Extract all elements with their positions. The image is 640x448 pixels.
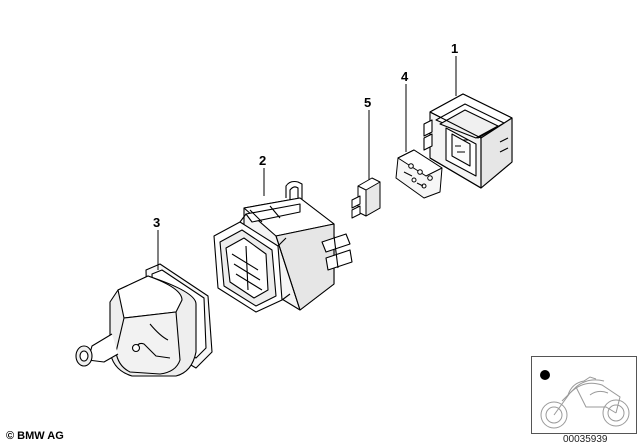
location-marker-icon xyxy=(540,370,550,380)
part-number-3: 3 xyxy=(153,215,161,230)
leader-lines xyxy=(157,56,457,270)
part-2-socket-housing xyxy=(213,180,353,313)
motorcycle-locator-thumbnail xyxy=(531,356,637,434)
part-3-rubber-boot xyxy=(75,263,213,377)
part-1-connector-housing xyxy=(423,93,513,189)
part-number-4: 4 xyxy=(401,69,409,84)
diagram-id: 00035939 xyxy=(563,434,608,445)
copyright-text: © BMW AG xyxy=(6,430,64,442)
part-number-1: 1 xyxy=(451,41,459,56)
part-number-2: 2 xyxy=(259,153,267,168)
part-4-contact-plate xyxy=(395,149,443,199)
part-5-locking-clip xyxy=(351,177,381,219)
motorcycle-icon xyxy=(540,370,630,429)
part-number-5: 5 xyxy=(364,95,372,110)
